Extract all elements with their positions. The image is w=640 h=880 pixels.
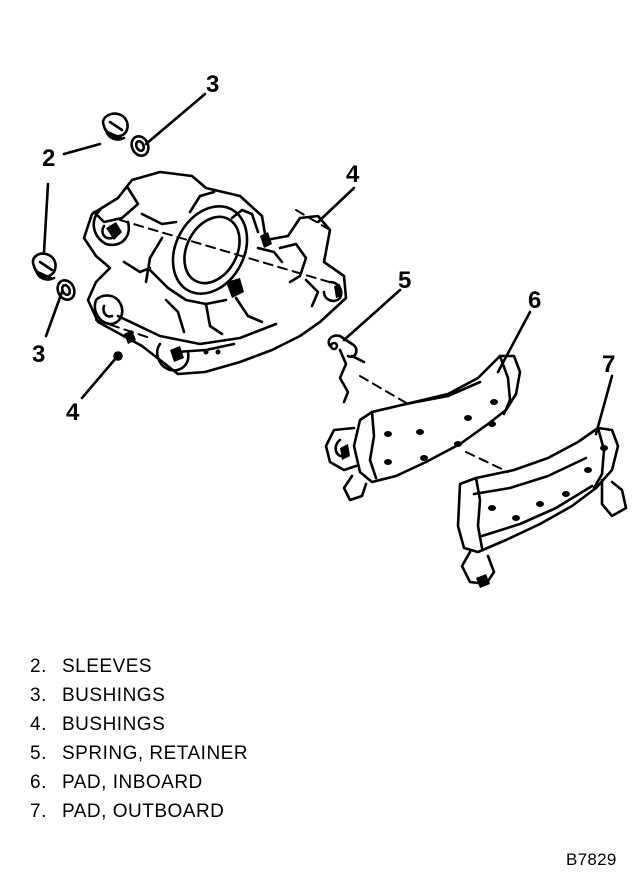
legend-item: 2. SLEEVES: [30, 652, 248, 681]
parts-legend: 2. SLEEVES 3. BUSHINGS 4. BUSHINGS 5. SPRING…: [30, 652, 248, 826]
legend-label: BUSHINGS: [62, 685, 166, 706]
leader-lines: [42, 92, 614, 473]
pad-outboard: [456, 426, 628, 588]
legend-item: 3. BUSHINGS: [30, 681, 248, 710]
legend-number: 5.: [30, 743, 47, 764]
legend-label: SPRING, RETAINER: [62, 743, 249, 764]
bushing-lower: [56, 279, 76, 301]
caliper-housing: [82, 170, 348, 376]
figure-id: B7829: [566, 850, 617, 869]
legend-item: 5. SPRING, RETAINER: [30, 739, 248, 768]
legend-item: 4. BUSHINGS: [30, 710, 248, 739]
callout-5: 5: [398, 267, 411, 294]
caliper-exploded-diagram: 3 2 4 5 6 7 3 4: [31, 71, 628, 588]
callout-2: 2: [42, 145, 55, 172]
callout-3-lower: 3: [32, 341, 45, 368]
callout-6: 6: [528, 287, 541, 314]
retainer-spring: [327, 334, 366, 404]
legend-number: 6.: [30, 772, 47, 793]
bushing-upper: [130, 135, 150, 157]
sleeve-upper: [101, 112, 129, 141]
legend-label: PAD, OUTBOARD: [62, 801, 225, 822]
legend-number: 2.: [30, 656, 47, 677]
legend-label: PAD, INBOARD: [62, 772, 203, 793]
sleeve-lower: [31, 252, 57, 281]
legend-number: 3.: [30, 685, 47, 706]
pad-inboard: [324, 354, 522, 502]
callout-7: 7: [602, 351, 615, 378]
callout-3-upper: 3: [206, 71, 219, 98]
legend-number: 7.: [30, 801, 47, 822]
legend-label: BUSHINGS: [62, 714, 166, 735]
callout-4-right: 4: [346, 161, 360, 188]
legend-number: 4.: [30, 714, 47, 735]
legend-item: 6. PAD, INBOARD: [30, 768, 248, 797]
callout-4-left: 4: [66, 399, 80, 426]
legend-label: SLEEVES: [62, 656, 153, 677]
legend-item: 7. PAD, OUTBOARD: [30, 797, 248, 826]
